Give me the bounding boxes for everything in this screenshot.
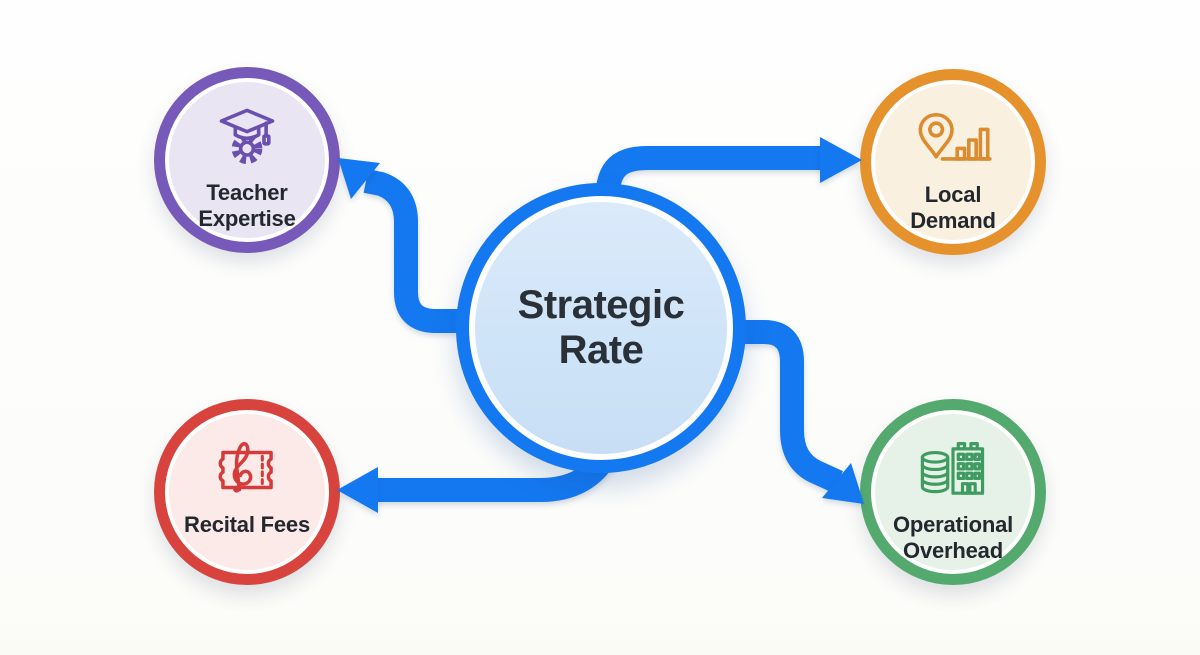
map-pin-bar-chart-icon: [918, 112, 992, 161]
graduation-cap-gear-icon: [219, 108, 275, 165]
node-teacher-expertise: Teacher Expertise: [154, 67, 340, 253]
arrowhead-operational-overhead: [822, 463, 864, 504]
arrowhead-teacher-expertise: [338, 158, 380, 199]
music-ticket-icon: [218, 442, 273, 493]
center-node-label: Strategic Rate: [517, 283, 685, 372]
arrow-to-operational-overhead: [738, 320, 864, 504]
coins-building-icon: [920, 442, 985, 495]
node-label-local-demand: Local Demand: [910, 182, 996, 233]
node-label-operational-overhead: Operational Overhead: [892, 512, 1014, 563]
node-recital-fees: Recital Fees: [154, 399, 340, 585]
arrowhead-recital-fees: [337, 467, 378, 513]
center-node-strategic-rate: Strategic Rate: [456, 183, 746, 473]
node-label-recital-fees: Recital Fees: [184, 512, 311, 537]
arrowhead-local-demand: [820, 137, 862, 183]
arrow-to-teacher-expertise: [338, 158, 472, 333]
node-local-demand: Local Demand: [860, 69, 1046, 255]
node-operational-overhead: Operational Overhead: [860, 399, 1046, 585]
node-label-teacher-expertise: Teacher Expertise: [198, 180, 296, 231]
